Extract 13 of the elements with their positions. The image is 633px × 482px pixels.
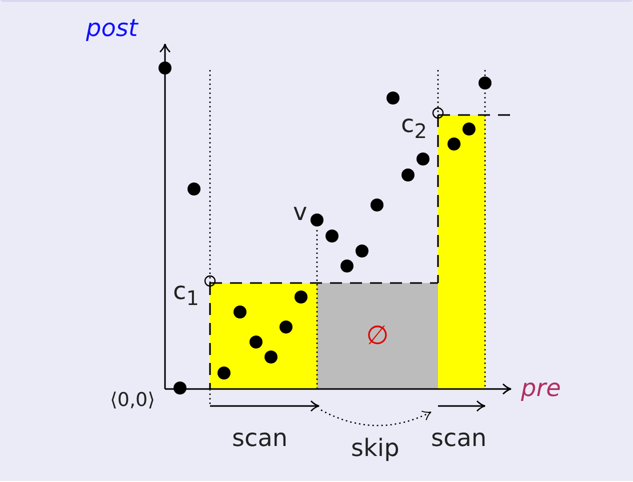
region-label: scan <box>232 426 288 450</box>
point-label: c$_{2}$ <box>401 112 427 141</box>
region-label: skip <box>351 436 400 460</box>
point-label: c$_{1}$ <box>173 279 199 308</box>
y-axis-label: post <box>86 16 138 40</box>
point-label: v <box>293 200 308 224</box>
skip-region <box>317 283 438 389</box>
x-axis-label: pre <box>521 376 561 400</box>
origin-label: ⟨0,0⟩ <box>110 391 156 410</box>
empty-set-symbol: ∅ <box>366 321 389 351</box>
scan-region <box>210 283 317 389</box>
scan-region <box>438 115 485 389</box>
region-label: scan <box>431 426 487 450</box>
